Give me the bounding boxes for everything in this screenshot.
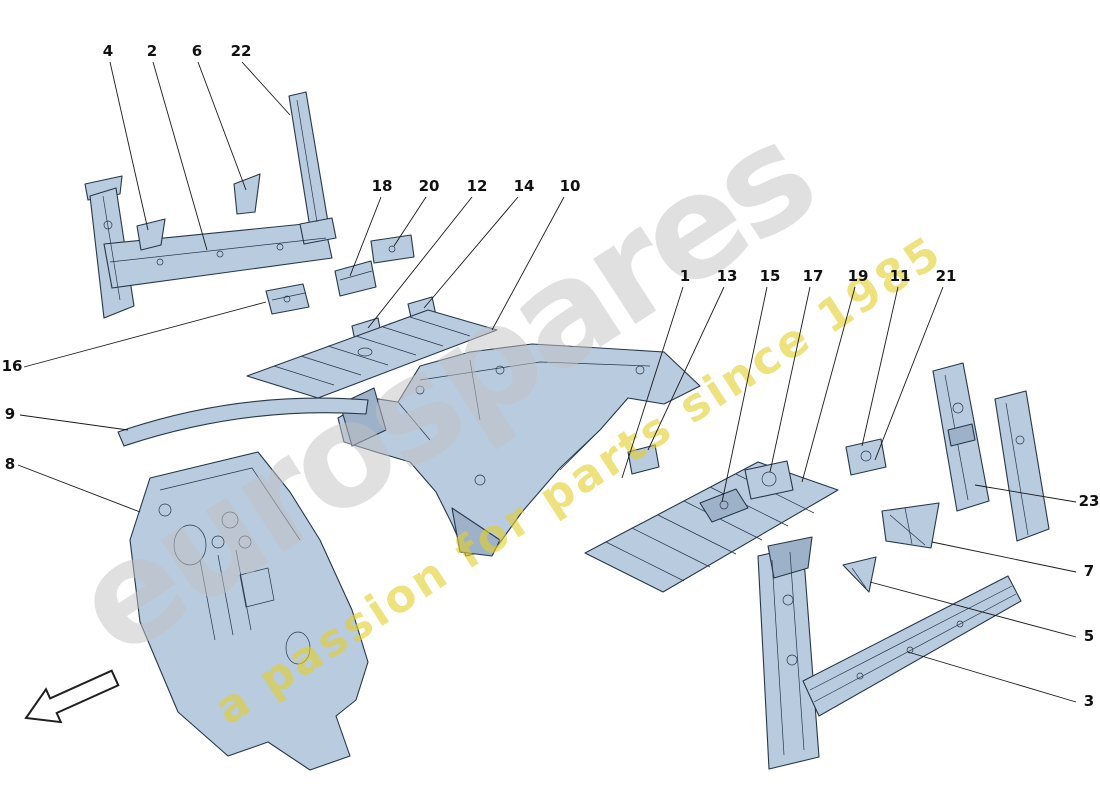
leader-lines — [17, 61, 1077, 703]
callout-14[interactable]: 14 — [514, 177, 535, 195]
callout-21[interactable]: 21 — [936, 267, 957, 285]
callout-23[interactable]: 23 — [1079, 492, 1100, 510]
callout-8[interactable]: 8 — [5, 455, 15, 473]
part-side-pillar-outer — [994, 390, 1050, 542]
part-bracket-front — [136, 218, 166, 251]
leader-line-15 — [721, 286, 768, 503]
part-mount-bracket-17 — [744, 460, 794, 500]
part-bracket-16 — [265, 283, 310, 315]
leader-line-5 — [869, 581, 1077, 638]
leader-line-10 — [491, 196, 565, 331]
callout-1[interactable]: 1 — [680, 267, 690, 285]
callout-18[interactable]: 18 — [372, 177, 393, 195]
part-side-pillar-inner — [932, 362, 990, 512]
callout-2[interactable]: 2 — [147, 42, 157, 60]
part-b-pillar-details — [771, 551, 805, 756]
leader-line-1 — [621, 286, 684, 479]
part-floor-panel-front-ribs — [273, 316, 471, 386]
callout-19[interactable]: 19 — [848, 267, 869, 285]
leader-line-19 — [801, 286, 856, 483]
part-bracket-16-details — [271, 292, 306, 303]
callout-12[interactable]: 12 — [467, 177, 488, 195]
part-bracket-20 — [370, 234, 415, 264]
callout-11[interactable]: 11 — [890, 267, 911, 285]
part-wedge-5 — [842, 556, 877, 593]
leader-line-23 — [974, 484, 1077, 503]
leader-line-18 — [349, 196, 382, 277]
part-floor-panel-rear — [584, 461, 839, 593]
part-gusset-upper — [233, 173, 261, 215]
leader-line-21 — [874, 286, 944, 461]
callout-9[interactable]: 9 — [5, 405, 15, 423]
leader-line-13 — [647, 286, 725, 451]
callouts: 4 2 6 22 18 20 12 14 10 1 13 15 17 19 11… — [2, 42, 1100, 710]
leader-line-14 — [423, 196, 519, 309]
leader-line-9 — [19, 414, 129, 431]
callout-4[interactable]: 4 — [103, 42, 113, 60]
part-center-structure-details — [397, 359, 651, 486]
part-windshield-rail — [117, 397, 369, 447]
callout-22[interactable]: 22 — [231, 42, 252, 60]
leader-line-6 — [197, 61, 247, 191]
leader-line-20 — [393, 196, 427, 247]
leader-line-8 — [17, 464, 141, 513]
callout-3[interactable]: 3 — [1084, 692, 1094, 710]
leader-line-3 — [907, 651, 1077, 703]
callout-13[interactable]: 13 — [717, 267, 738, 285]
parts-layer — [84, 91, 1050, 771]
callout-10[interactable]: 10 — [560, 177, 581, 195]
callout-16[interactable]: 16 — [2, 357, 23, 375]
leader-line-16 — [23, 301, 267, 368]
part-floor-panel-front — [246, 309, 498, 399]
part-bracket-11 — [845, 438, 887, 476]
part-firewall-panel — [129, 451, 369, 771]
callout-5[interactable]: 5 — [1084, 627, 1094, 645]
leader-line-12 — [367, 196, 473, 329]
part-front-bulkhead-frame — [84, 91, 337, 319]
callout-6[interactable]: 6 — [192, 42, 202, 60]
part-folded-bracket-7-details — [889, 507, 926, 546]
callout-20[interactable]: 20 — [419, 177, 440, 195]
part-front-bulkhead-frame-details — [102, 99, 327, 301]
part-b-pillar — [757, 536, 820, 770]
part-firewall-panel-details — [158, 467, 311, 665]
callout-15[interactable]: 15 — [760, 267, 781, 285]
leader-line-2 — [152, 61, 208, 251]
part-bracket-18 — [334, 260, 377, 297]
leader-line-11 — [861, 286, 899, 447]
part-side-pillar-outer-details — [1005, 402, 1029, 536]
callout-17[interactable]: 17 — [803, 267, 824, 285]
part-bracket-13 — [627, 444, 660, 475]
leader-line-4 — [109, 61, 149, 231]
part-sill — [802, 575, 1022, 717]
direction-arrow-icon — [24, 669, 120, 724]
leader-line-22 — [241, 61, 291, 116]
part-folded-bracket-7 — [881, 502, 940, 549]
callout-7[interactable]: 7 — [1084, 562, 1094, 580]
leader-line-7 — [931, 541, 1077, 573]
leader-line-17 — [769, 286, 811, 473]
